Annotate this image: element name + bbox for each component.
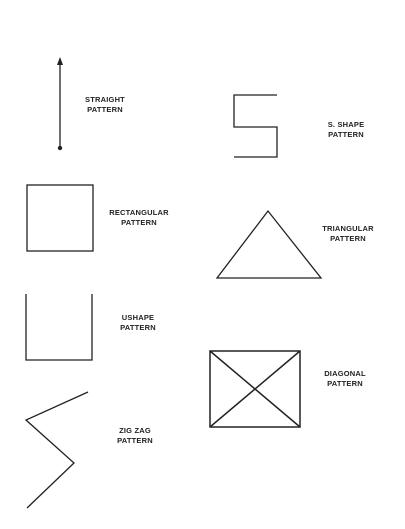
label-zigzag-pattern: ZIG ZAG PATTERN: [117, 426, 153, 445]
label-rectangular-pattern: RECTANGULAR PATTERN: [109, 208, 169, 227]
crossed-box-icon: [209, 350, 301, 428]
label-diagonal-pattern: DIAGONAL PATTERN: [324, 369, 366, 388]
s-shape-icon: [233, 94, 278, 158]
label-straight-pattern: STRAIGHT PATTERN: [85, 95, 125, 114]
rectangle-icon: [26, 184, 94, 252]
zigzag-icon: [24, 391, 89, 509]
triangle-icon: [215, 209, 323, 279]
label-ushape-pattern: USHAPE PATTERN: [120, 313, 156, 332]
label-s-shape-pattern: S. SHAPE PATTERN: [327, 120, 365, 139]
straight-line-arrow-icon: [57, 57, 63, 151]
u-shape-icon: [25, 294, 93, 361]
label-triangular-pattern: TRIANGULAR PATTERN: [322, 224, 374, 243]
